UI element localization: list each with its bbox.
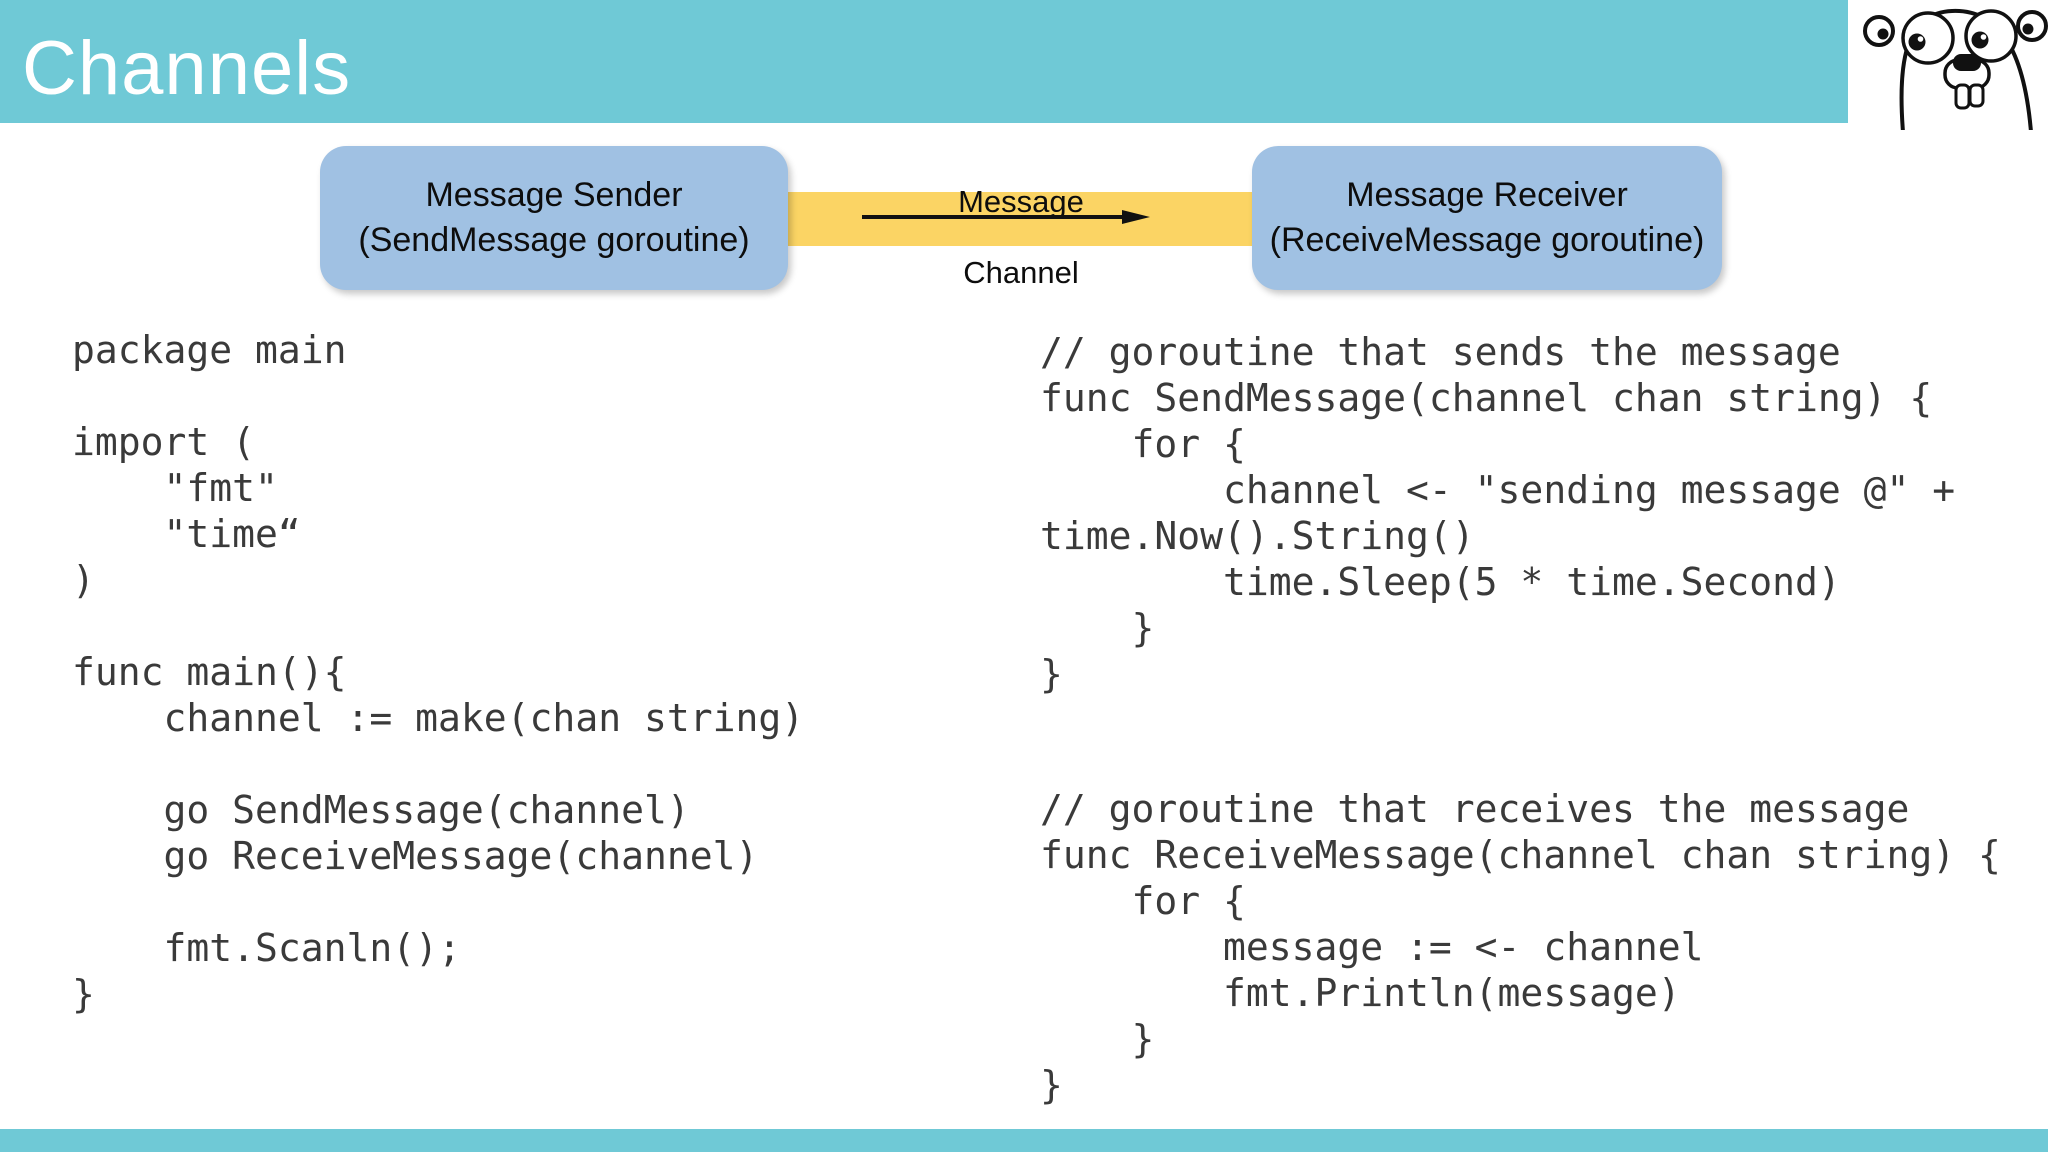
code-block-sendmessage: // goroutine that sends the message func… [1040,330,1956,696]
receiver-title: Message Receiver [1346,176,1628,214]
arrow-right-icon [862,210,1150,224]
sender-title: Message Sender [425,176,683,214]
sender-subtitle: (SendMessage goroutine) [358,221,750,259]
message-label: Message [958,184,1084,219]
code-block-receivemessage: // goroutine that receives the message f… [1040,787,2001,1107]
message-sender-box: Message Sender (SendMessage goroutine) [320,146,788,290]
code-block-main: package main import ( "fmt" "time“ ) fun… [72,328,805,1016]
receiver-subtitle: (ReceiveMessage goroutine) [1269,221,1705,259]
page-title: Channels [22,26,352,111]
message-receiver-box: Message Receiver (ReceiveMessage gorouti… [1252,146,1722,290]
channel-label: Channel [963,255,1079,290]
footer-bar [0,1129,2048,1152]
go-gopher-logo [1848,0,2048,130]
title-bar: Channels [0,0,1848,123]
go-gopher-icon [1863,8,2048,130]
